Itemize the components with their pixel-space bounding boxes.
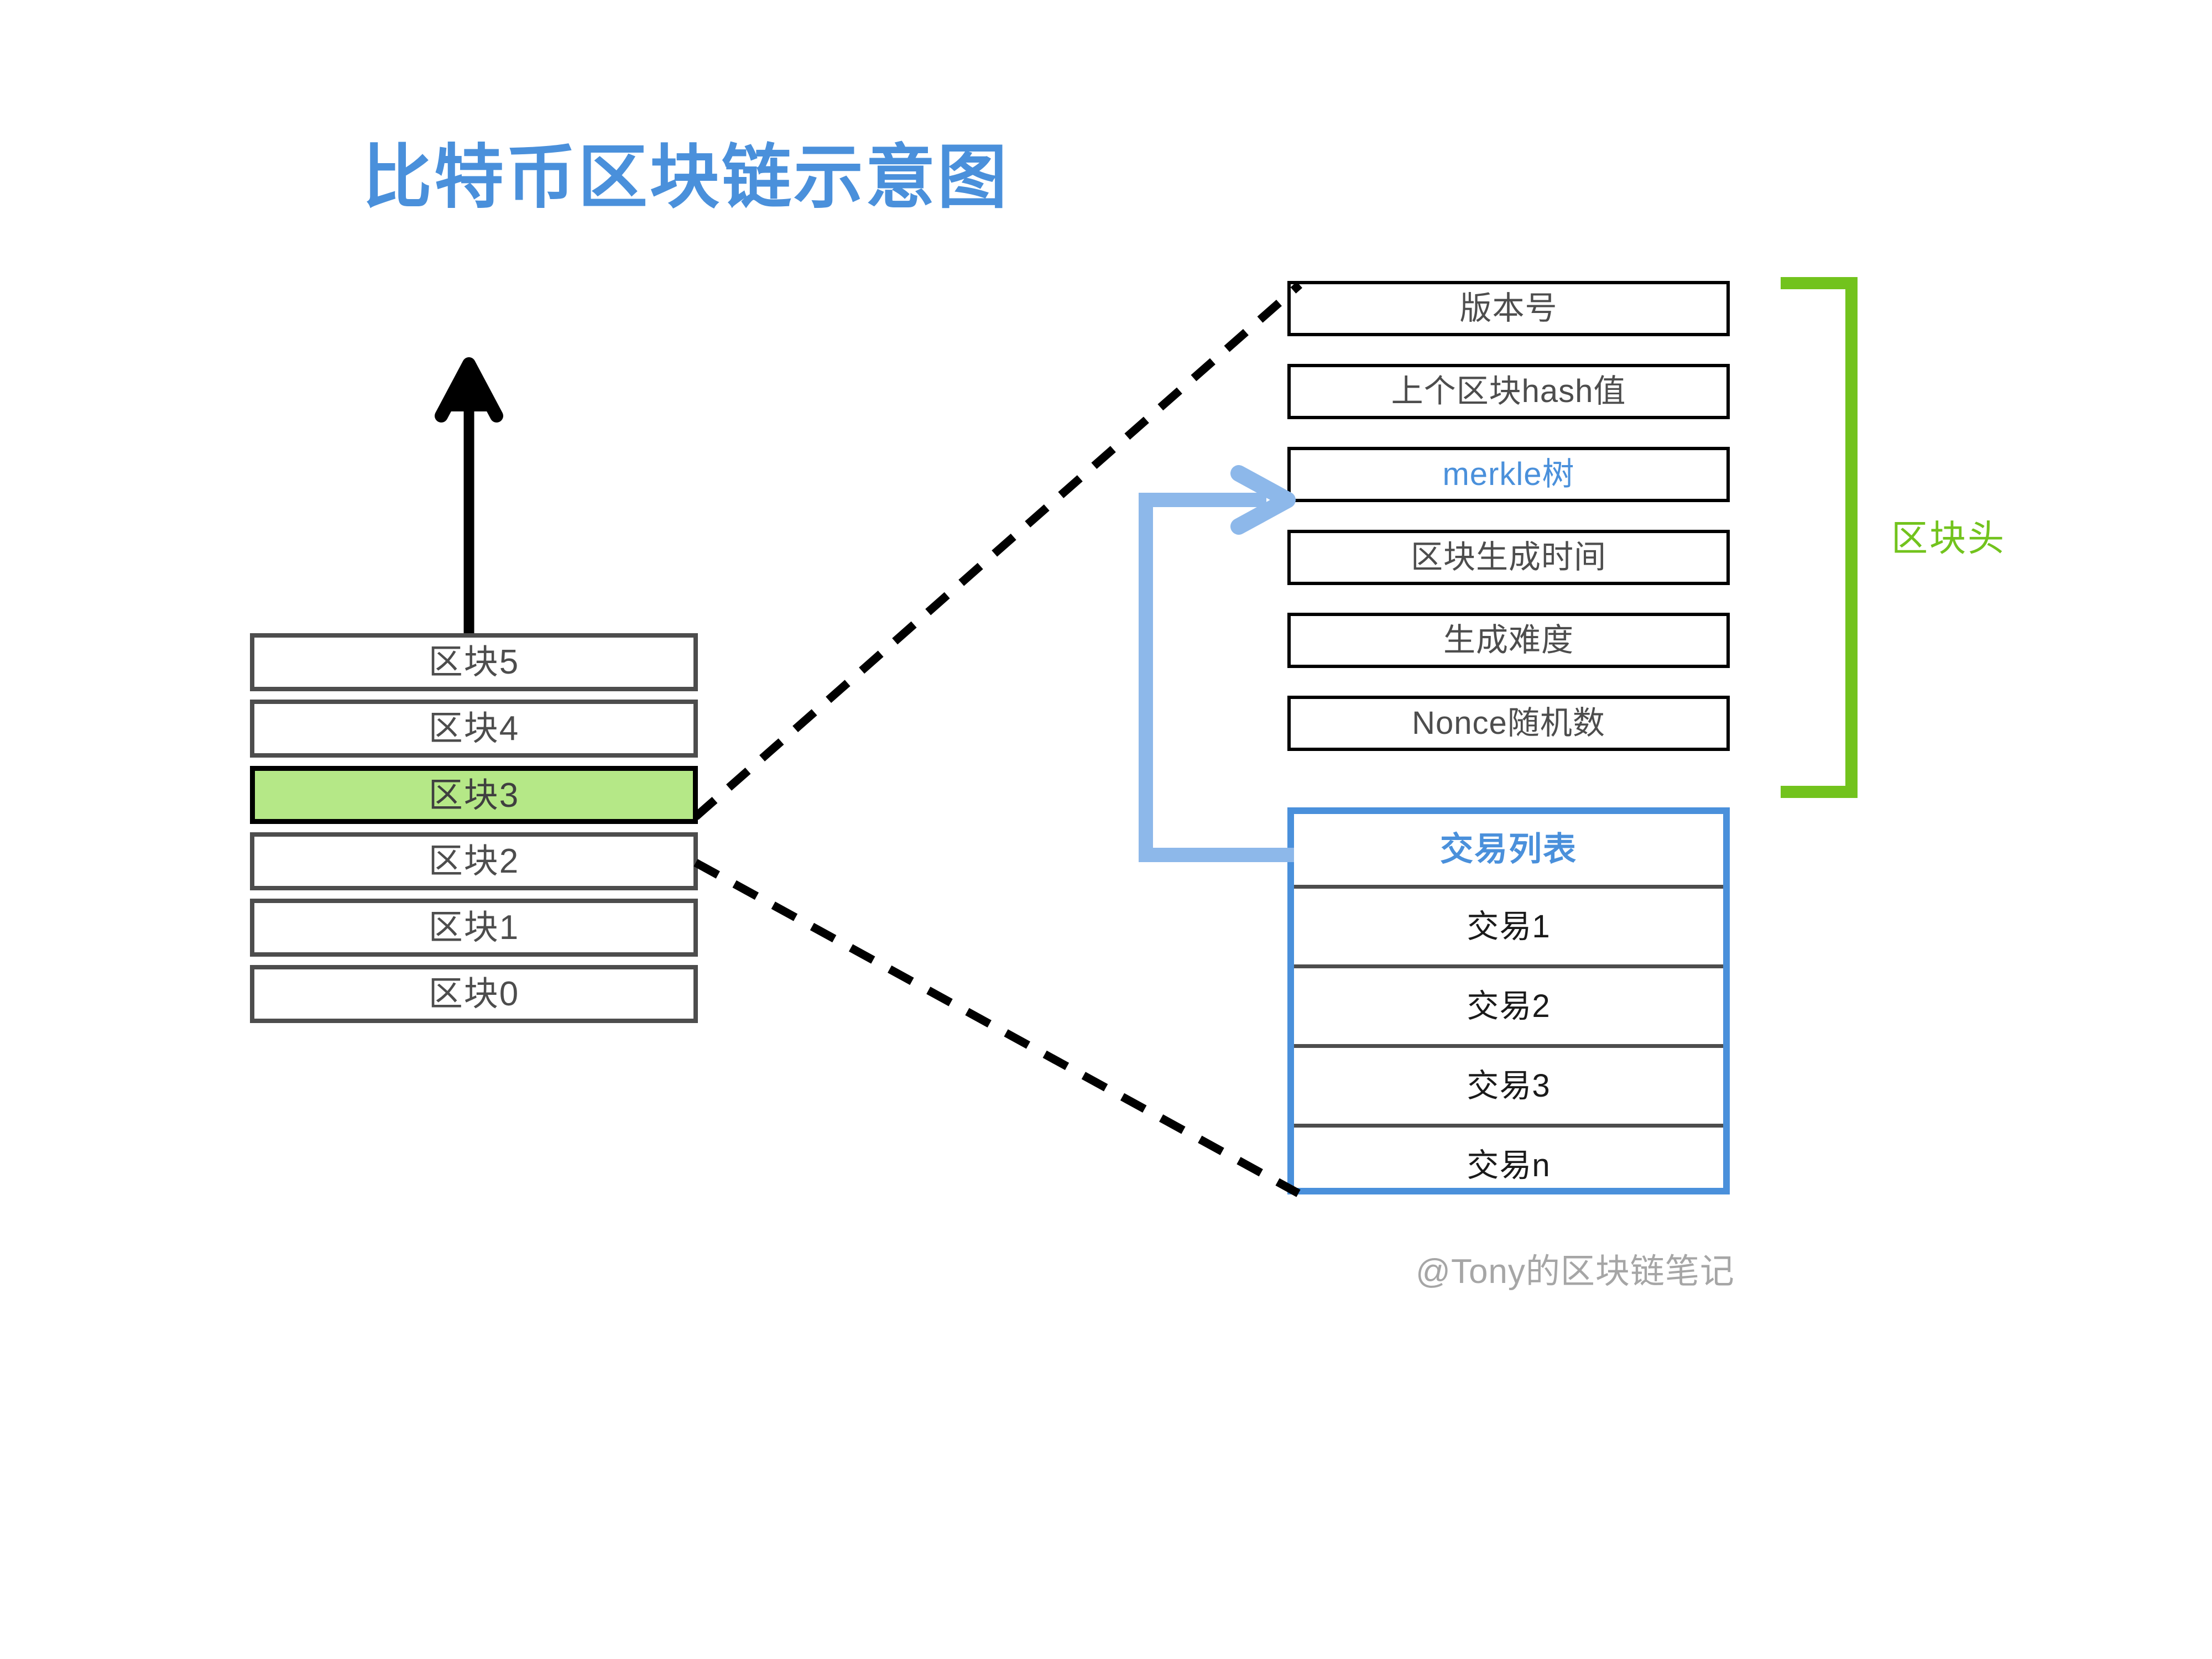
block-head-bracket-label: 区块头	[1891, 518, 2006, 559]
chain-block-4[interactable]: 区块4	[250, 700, 698, 758]
callout-dashed-line-top	[693, 281, 1302, 820]
chain-block-3-highlighted[interactable]: 区块3	[250, 766, 698, 824]
chain-growth-arrow-icon	[435, 357, 503, 633]
transaction-list-header: 交易列表	[1440, 831, 1577, 868]
chain-block-2[interactable]: 区块2	[250, 832, 698, 890]
blockchain-stack: 区块5 区块4 区块3 区块2 区块1 区块0	[250, 633, 698, 1023]
transaction-row-1[interactable]: 交易1	[1294, 885, 1723, 964]
block-head-bracket-icon	[1781, 277, 1858, 798]
page-title: 比特币区块链示意图	[362, 138, 1009, 216]
transaction-row-3[interactable]: 交易3	[1294, 1044, 1723, 1124]
callout-dashed-line-bottom	[693, 859, 1301, 1197]
chain-block-1[interactable]: 区块1	[250, 899, 698, 957]
field-difficulty[interactable]: 生成难度	[1287, 613, 1730, 668]
watermark-text: @Tony的区块链笔记	[1416, 1253, 1735, 1291]
field-nonce[interactable]: Nonce随机数	[1287, 696, 1730, 751]
chain-block-5[interactable]: 区块5	[250, 633, 698, 691]
transaction-row-2[interactable]: 交易2	[1294, 964, 1723, 1044]
field-version[interactable]: 版本号	[1287, 281, 1730, 336]
chain-block-0[interactable]: 区块0	[250, 965, 698, 1023]
field-merkle-tree[interactable]: merkle树	[1287, 447, 1730, 502]
transaction-row-n[interactable]: 交易n	[1294, 1124, 1723, 1203]
transaction-list-panel: 交易列表 交易1 交易2 交易3 交易n	[1287, 807, 1730, 1194]
merkle-tree-link-arrow-icon	[1139, 465, 1296, 862]
field-prev-block-hash[interactable]: 上个区块hash值	[1287, 364, 1730, 419]
field-timestamp[interactable]: 区块生成时间	[1287, 530, 1730, 585]
block-header-field-list: 版本号 上个区块hash值 merkle树 区块生成时间 生成难度 Nonce随…	[1287, 281, 1730, 751]
